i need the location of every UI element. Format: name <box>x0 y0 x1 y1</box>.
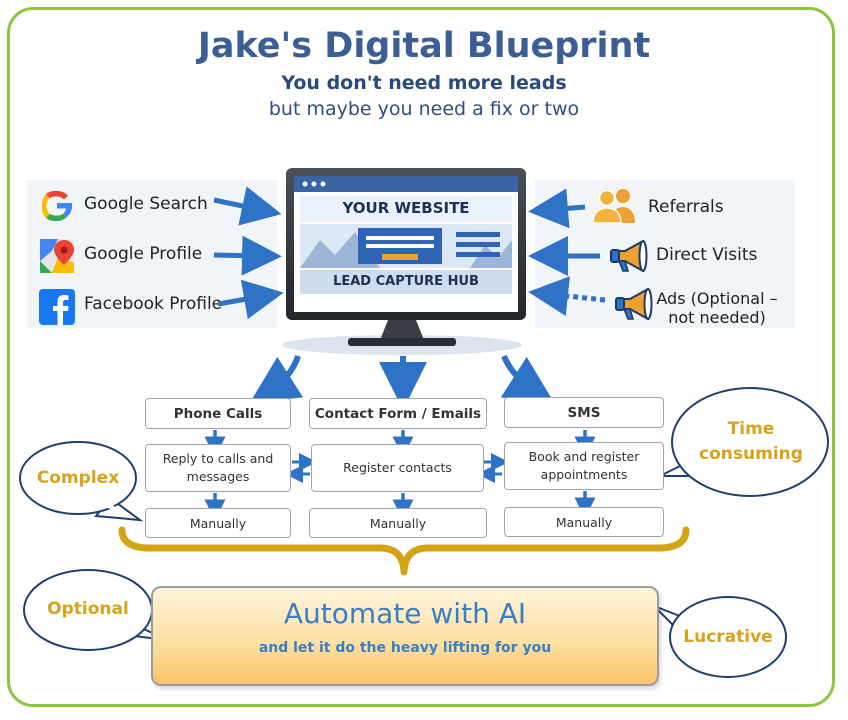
bubble-complex <box>19 441 144 522</box>
automate-subtitle: and let it do the heavy lifting for you <box>258 640 552 656</box>
source-ads-line1: Ads (Optional – <box>656 289 778 308</box>
bubble-lucrative <box>653 596 787 678</box>
google-g-icon <box>38 187 76 225</box>
source-google-profile: Google Profile <box>84 244 203 264</box>
bubble-time-text: Time consuming <box>690 417 812 467</box>
source-google-search: Google Search <box>84 194 208 214</box>
bubble-complex-text: Complex <box>36 468 120 488</box>
monitor-caption: LEAD CAPTURE HUB <box>333 274 479 289</box>
bubble-optional-text: Optional <box>47 599 129 619</box>
arrow-referrals <box>528 188 586 229</box>
source-referrals: Referrals <box>648 197 724 217</box>
method-sms-manual: Manually <box>504 507 664 537</box>
action-book-appointments: Book and register appointments <box>504 442 664 490</box>
method-phone-manual: Manually <box>145 508 291 538</box>
source-facebook-profile: Facebook Profile <box>84 294 223 314</box>
arrow-google-profile <box>213 235 282 276</box>
arrow-facebook-profile <box>217 279 284 320</box>
page-subtitle: You don't need more leads <box>281 72 567 94</box>
action-register-contacts: Register contacts <box>311 444 484 492</box>
people-icon <box>589 187 643 225</box>
source-ads: Ads (Optional – not needed) <box>655 289 779 327</box>
website-monitor <box>282 168 526 355</box>
arrow-to-sms <box>500 354 555 403</box>
bubble-time-line1: Time <box>727 419 775 439</box>
channel-phone-calls: Phone Calls <box>145 398 291 429</box>
source-ads-line2: not needed) <box>668 308 766 327</box>
megaphone-icon <box>607 237 651 275</box>
page-title: Jake's Digital Blueprint <box>197 26 651 66</box>
automate-title: Automate with AI <box>283 597 527 630</box>
channel-contact-form: Contact Form / Emails <box>309 398 487 429</box>
bubble-lucrative-text: Lucrative <box>683 627 773 647</box>
outer-frame <box>7 7 835 707</box>
arrow-ads <box>528 276 606 316</box>
action-reply-calls: Reply to calls and messages <box>145 444 291 492</box>
megaphone-icon <box>612 285 656 323</box>
source-direct-visits: Direct Visits <box>656 245 758 265</box>
curly-bracket <box>118 526 690 576</box>
google-maps-icon <box>38 237 76 275</box>
monitor-heading: YOUR WEBSITE <box>342 199 470 217</box>
arrow-google-search <box>213 186 282 226</box>
bubble-time <box>659 387 829 497</box>
page-tagline: but maybe you need a fix or two <box>268 98 580 120</box>
bubble-time-line2: consuming <box>699 444 803 464</box>
method-contact-manual: Manually <box>309 508 487 538</box>
channel-sms: SMS <box>504 397 664 428</box>
arrow-to-phone <box>249 355 304 403</box>
facebook-icon <box>38 288 76 326</box>
automate-box <box>151 586 659 686</box>
